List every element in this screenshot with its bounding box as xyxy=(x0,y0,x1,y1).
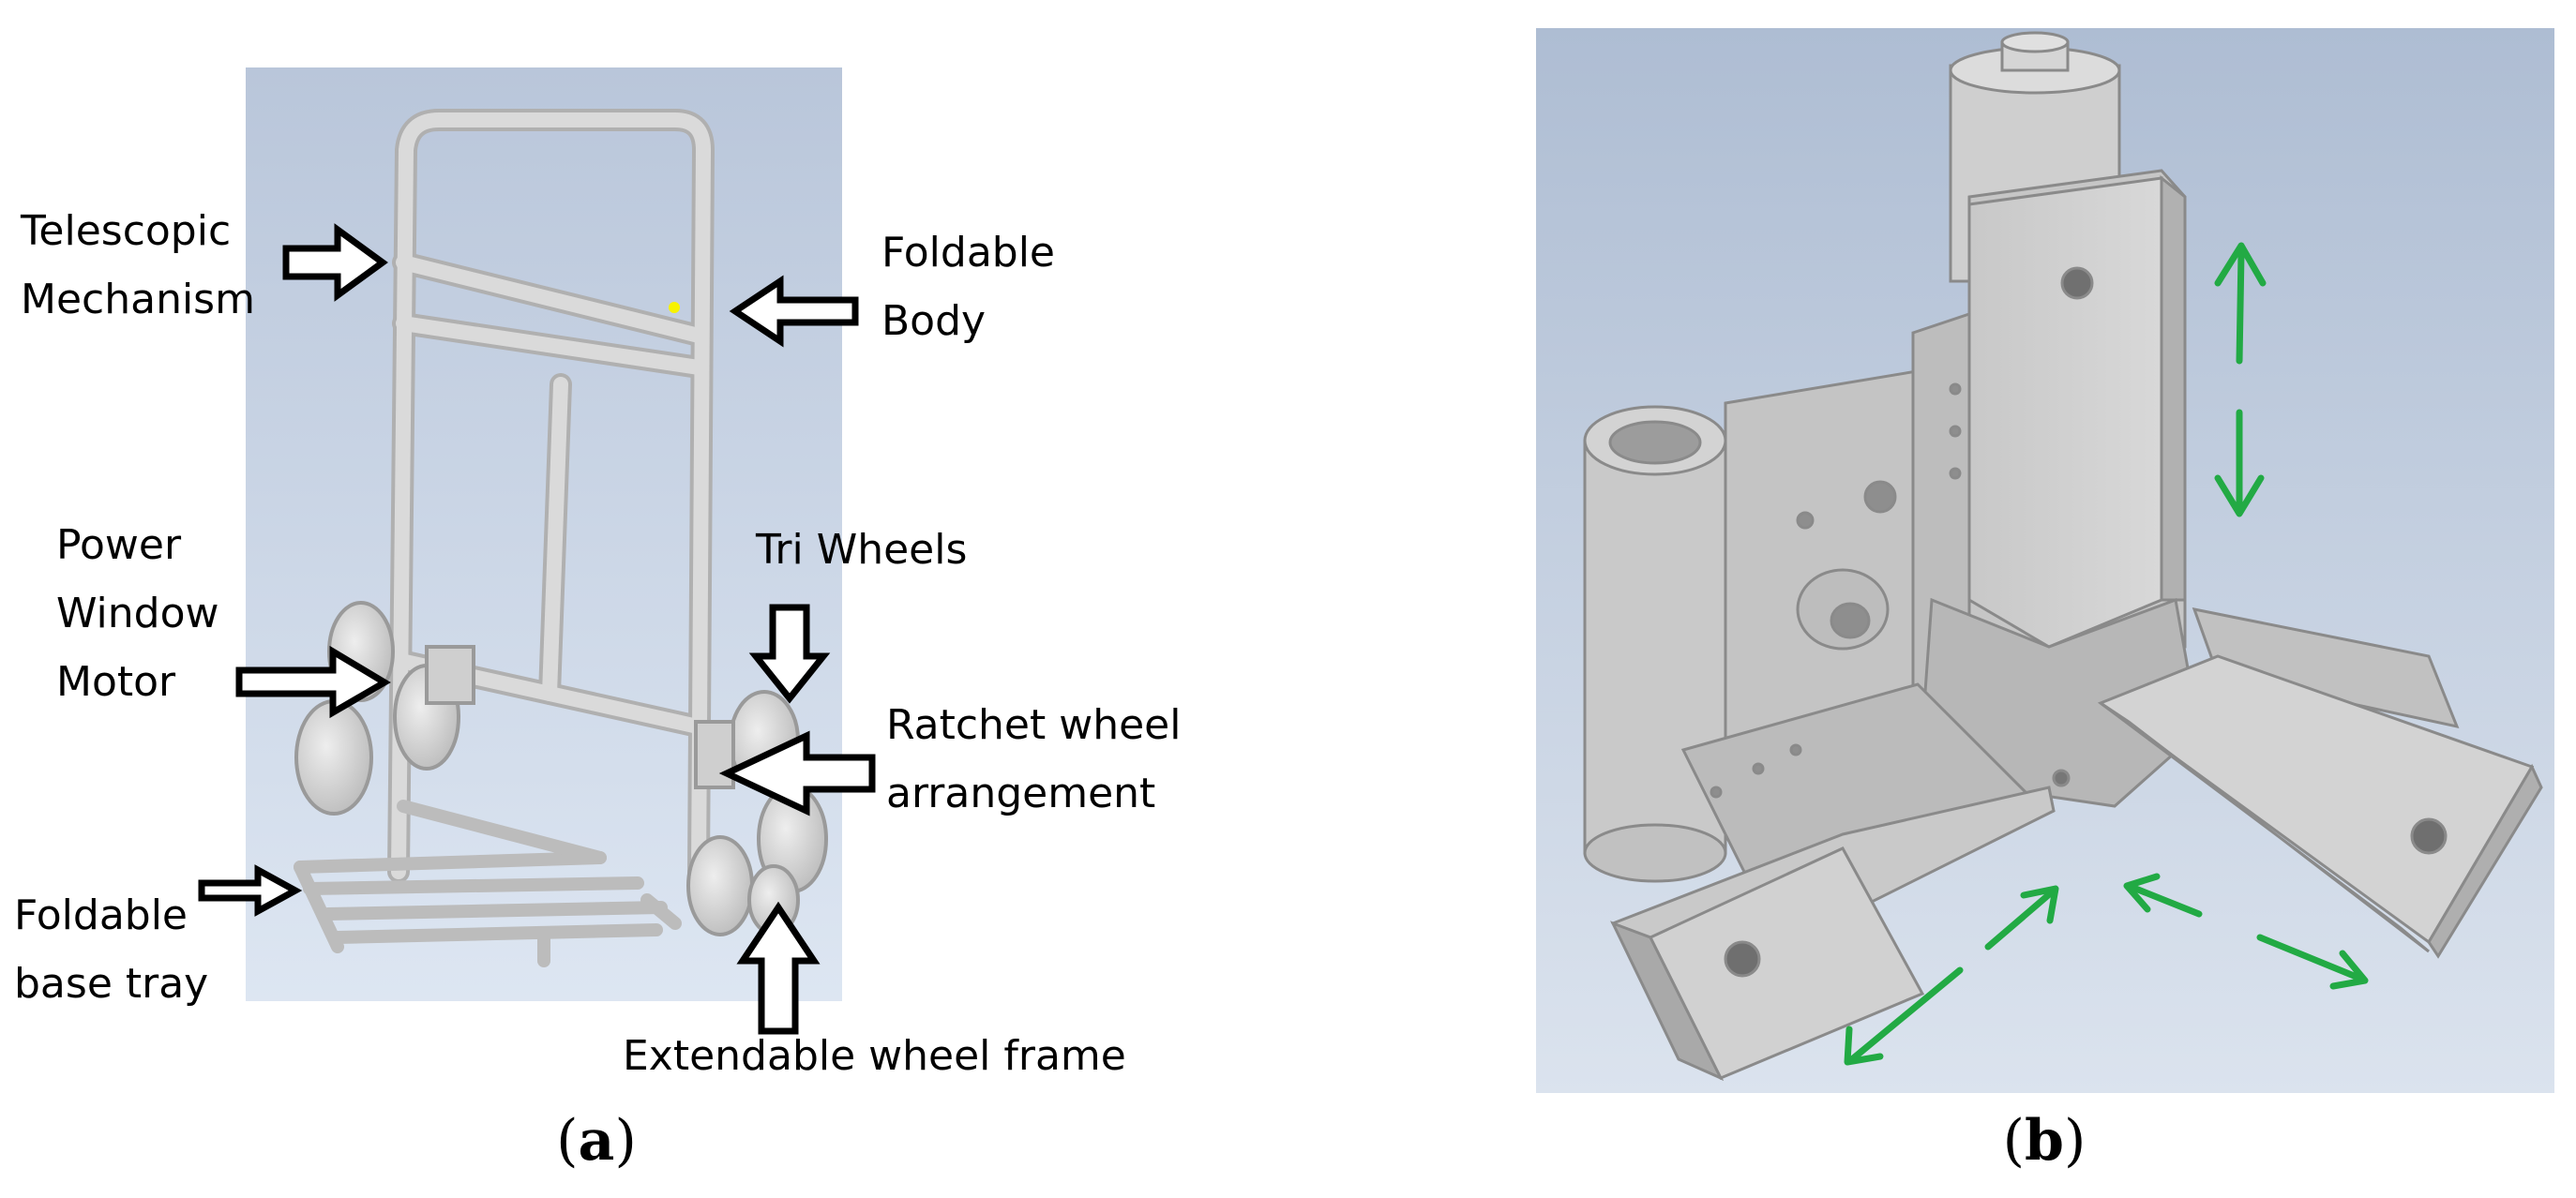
outline-block-arrow-icon xyxy=(198,864,303,917)
outline-block-arrow-icon xyxy=(282,223,388,302)
caption-letter: b xyxy=(2025,1108,2064,1174)
caption-letter: a xyxy=(578,1108,615,1174)
label-line: Power xyxy=(56,521,182,569)
yellow-marker xyxy=(669,302,680,313)
panel-b xyxy=(1536,28,2554,1093)
caption-paren-close: ) xyxy=(614,1108,637,1174)
label-line: Ratchet wheel xyxy=(886,701,1182,749)
caption-paren-close: ) xyxy=(2063,1108,2086,1174)
label-line: Motor xyxy=(56,658,176,706)
motion-arrows xyxy=(1844,242,2369,1066)
double-headed-dashed-arrow-icon xyxy=(2123,873,2369,990)
caption-b: (b) xyxy=(1951,1108,2138,1174)
label-telescopic-mechanism: Telescopic Mechanism xyxy=(21,197,255,334)
label-tri-wheels: Tri Wheels xyxy=(756,516,967,584)
label-line: arrangement xyxy=(886,770,1156,817)
outline-block-arrow-icon xyxy=(736,901,821,1035)
label-line: Tri Wheels xyxy=(756,526,968,574)
label-line: base tray xyxy=(14,960,209,1008)
label-extendable-wheel-frame: Extendable wheel frame xyxy=(623,1022,1126,1090)
label-foldable-body: Foldable Body xyxy=(881,218,1055,355)
caption-paren-open: ( xyxy=(2002,1108,2026,1174)
double-headed-dashed-arrow-icon xyxy=(1844,885,2059,1066)
hand-truck-model xyxy=(294,109,715,967)
double-headed-dashed-arrow-icon xyxy=(2214,242,2267,517)
outline-block-arrow-icon xyxy=(718,730,876,816)
outline-block-arrow-icon xyxy=(235,645,391,719)
caption-a: (a) xyxy=(503,1108,690,1174)
outline-block-arrow-icon xyxy=(729,275,859,348)
label-line: Telescopic xyxy=(21,207,232,255)
label-line: Window xyxy=(56,590,219,637)
caption-paren-open: ( xyxy=(556,1108,579,1174)
label-line: Mechanism xyxy=(21,276,255,323)
label-foldable-base-tray: Foldable base tray xyxy=(14,881,208,1018)
label-line: Body xyxy=(881,297,987,345)
label-line: Foldable xyxy=(14,891,188,939)
label-line: Foldable xyxy=(881,229,1056,277)
joint-model xyxy=(1583,31,2543,1082)
label-ratchet-wheel-arrangement: Ratchet wheel arrangement xyxy=(886,691,1181,828)
wheels xyxy=(294,601,828,936)
label-line: Extendable wheel frame xyxy=(623,1032,1126,1080)
label-power-window-motor: Power Window Motor xyxy=(56,511,219,716)
callout-arrows xyxy=(198,223,876,1035)
outline-block-arrow-icon xyxy=(748,604,831,704)
panel-a xyxy=(198,67,876,1035)
